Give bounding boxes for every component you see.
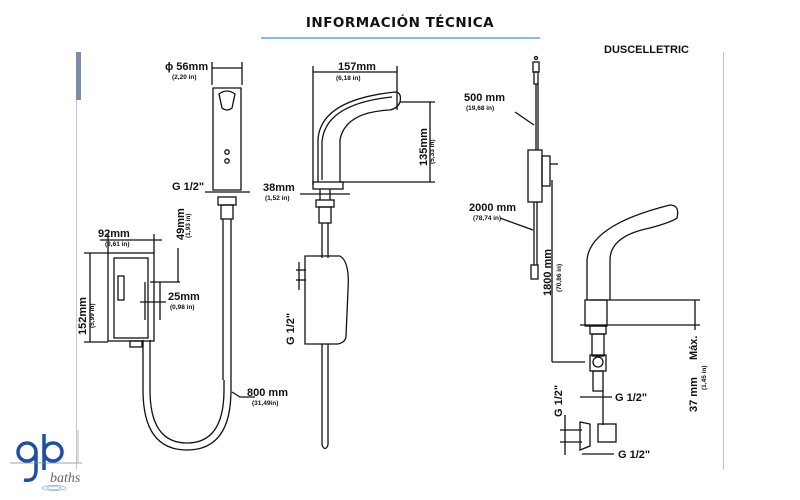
box-offset-side-mm: 25mm [168, 291, 200, 303]
base-width-mm: 38mm [263, 182, 295, 194]
box-offset-top-in: (1,93 in) [185, 213, 192, 238]
right-divider [723, 52, 724, 470]
spout-height-in: (5,33 in) [429, 139, 436, 164]
front-diameter-in: (2,20 in) [172, 74, 197, 81]
max-deck-mm: 37 mm [688, 377, 700, 412]
box-offset-top-mm: 49mm [175, 208, 187, 240]
accent-bar [76, 52, 81, 100]
install-thread-lower: G 1/2" [618, 449, 650, 461]
page-title: INFORMACIÓN TÉCNICA [305, 15, 495, 31]
side-thread-label: G 1/2" [285, 313, 297, 345]
u-hose-outer [142, 340, 232, 451]
hose-length-mm: 800 mm [247, 387, 288, 399]
box-height-in: (5,99 in) [89, 303, 96, 328]
front-thread-label: G 1/2" [172, 181, 204, 193]
sensor-body [212, 87, 242, 191]
cable-height-in: (70,86 in) [556, 264, 563, 292]
sensor-led-top [224, 149, 230, 155]
brand-logo: baths [10, 430, 82, 491]
install-thread-vertical: G 1/2" [553, 385, 565, 417]
cable-upper-mm: 500 mm [464, 92, 505, 104]
logo-brand-text: baths [50, 471, 81, 486]
control-box [84, 234, 180, 348]
box-offset-side-in: (0,98 in) [170, 304, 195, 311]
box-height-mm: 152mm [77, 297, 89, 335]
cable-height-mm: 1800 mm [542, 249, 554, 296]
spout-reach-in: (6,18 in) [336, 75, 361, 82]
accent-divider [76, 100, 77, 470]
logo-g-bowl [16, 441, 38, 463]
cable-lower-in: (78,74 in) [473, 215, 501, 222]
front-view-tap [142, 62, 255, 451]
hose-length-leader [231, 391, 255, 398]
installation-view [499, 55, 700, 455]
logo-g-tail [23, 452, 38, 483]
model-code: DUSCELLETRIC [604, 44, 689, 56]
spout-height-mm: 135mm [418, 128, 430, 166]
title-underline [261, 37, 540, 39]
spout-reach-mm: 157mm [338, 61, 376, 73]
side-view-spout [296, 66, 435, 450]
max-deck-in: (1,45 in) [701, 365, 708, 390]
sensor-led-bottom [224, 158, 230, 164]
box-width-mm: 92mm [98, 228, 130, 240]
front-diameter-mm: ɸ 56mm [165, 61, 208, 73]
installed-spout [586, 204, 679, 300]
cable-upper-in: (19,68 in) [466, 105, 494, 112]
base-width-in: (1,52 in) [265, 195, 290, 202]
logo-b-bowl [42, 441, 64, 463]
hose-length-in: (31,49in) [252, 400, 278, 407]
cable-lower-mm: 2000 mm [469, 202, 516, 214]
install-thread-upper: G 1/2" [615, 392, 647, 404]
box-width-in: (3,61 in) [105, 241, 130, 248]
max-deck-label: Máx. [688, 336, 700, 360]
spout-outline [317, 91, 402, 182]
sensor-window [218, 90, 236, 111]
u-hose-inner [149, 340, 225, 444]
side-control-box [304, 255, 349, 345]
logo-water-ripple [41, 485, 67, 491]
